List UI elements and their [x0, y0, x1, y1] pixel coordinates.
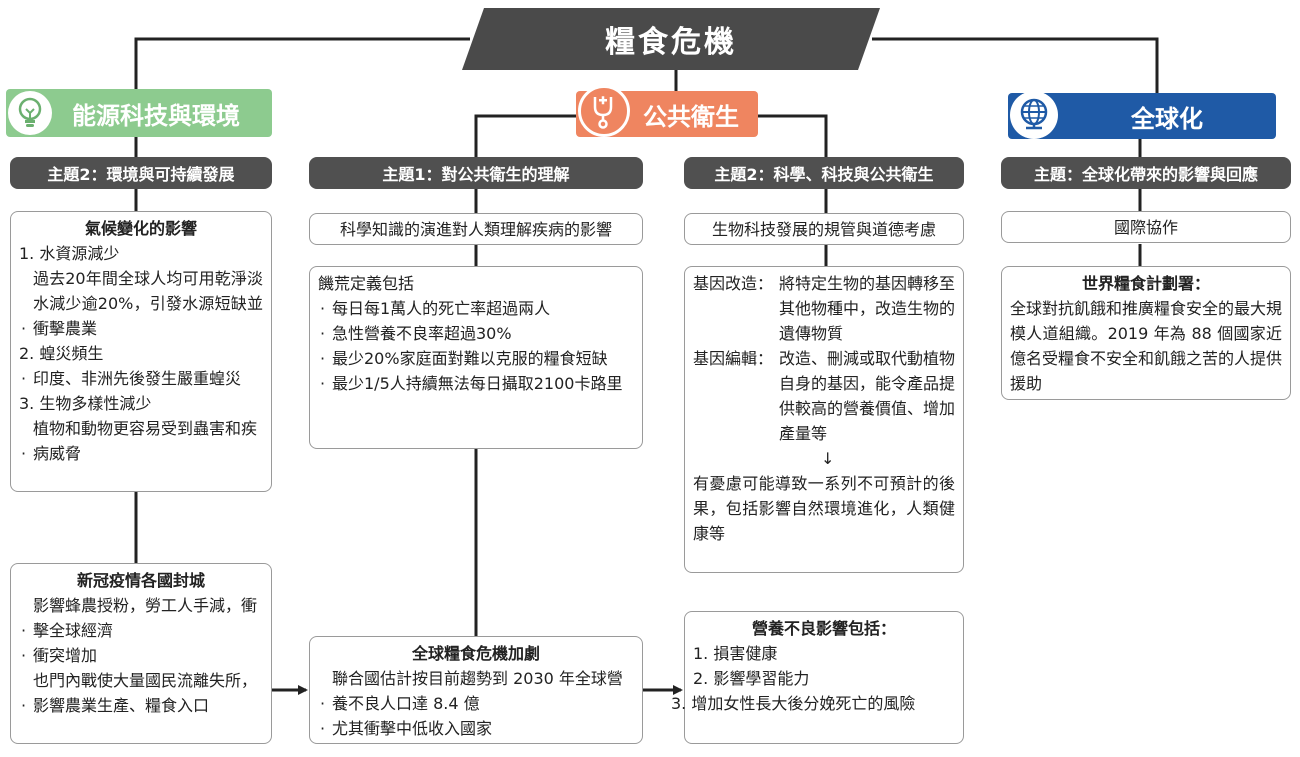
gm-row-modification: 基因改造： 將特定生物的基因轉移至其他物種中，改造生物的遺傳物質: [693, 271, 955, 346]
famine-bullet-3: 最少20%家庭面對難以克服的糧食短缺·: [318, 346, 634, 371]
gm-box: 基因改造： 將特定生物的基因轉移至其他物種中，改造生物的遺傳物質 基因編輯： 改…: [684, 266, 964, 573]
gm-label-editing: 基因編輯：: [693, 349, 774, 368]
climate-bullet-1: 過去20年間全球人均可用乾淨淡水減少逾20%，引發水源短缺並衝擊農業·: [19, 266, 263, 341]
climate-item-2: 2. 蝗災頻生: [19, 344, 104, 363]
famine-box: 饑荒定義包括 每日每1萬人的死亡率超過兩人· 急性營養不良率超過30%· 最少2…: [309, 266, 643, 449]
bullet-dot: ·: [320, 324, 326, 343]
topic-health1: 主題1：對公共衛生的理解: [309, 157, 643, 189]
crisis-bullet-2: 尤其衝擊中低收入國家·: [318, 716, 634, 741]
bullet-dot: ·: [320, 719, 326, 738]
famine-bullet-4: 最少1/5人持續無法每日攝取2100卡路里·: [318, 371, 634, 396]
category-global: 全球化: [1008, 91, 1276, 139]
bullet-dot: ·: [21, 369, 27, 388]
famine-heading: 饑荒定義包括: [318, 274, 415, 293]
gm-row-editing: 基因編輯： 改造、刪減或取代動植物自身的基因，能令產品提供較高的營養價值、增加產…: [693, 346, 955, 446]
wfp-heading: 世界糧食計劃署：: [1081, 274, 1210, 293]
climate-bullet-2: 印度、非洲先後發生嚴重蝗災·: [19, 366, 263, 391]
bullet-dot: ·: [21, 696, 27, 715]
category-health-label: 公共衛生: [643, 102, 739, 131]
category-health: 公共衛生: [576, 85, 758, 137]
covid-heading: 新冠疫情各國封城: [76, 571, 205, 590]
gm-conclusion: 有憂慮可能導致一系列不可預計的後果，包括影響自然環境進化，人類健康等: [693, 474, 955, 543]
covid-bullet-2: 衝突增加·: [19, 643, 263, 668]
gm-label-modification: 基因改造：: [693, 274, 774, 293]
covid-bullet-3: 也門內戰使大量國民流離失所，影響農業生產、糧食入口·: [19, 668, 263, 718]
category-energy: 能源科技與環境: [6, 89, 272, 137]
malnutrition-item-1: 1. 損害健康: [693, 644, 778, 663]
topic-env: 主題2：環境與可持續發展: [10, 157, 272, 189]
malnutrition-item-2: 2. 影響學習能力: [693, 669, 810, 688]
bullet-dot: ·: [21, 444, 27, 463]
bullet-dot: ·: [320, 694, 326, 713]
science-knowledge-box: 科學知識的演進對人類理解疾病的影響: [309, 213, 643, 245]
intl-cooperation-box: 國際協作: [1001, 211, 1291, 243]
climate-item-1: 1. 水資源減少: [19, 244, 120, 263]
topic-health2: 主題2：科學、科技與公共衛生: [684, 157, 964, 189]
climate-bullet-3: 植物和動物更容易受到蟲害和疾病威脅·: [19, 416, 263, 466]
gm-down-arrow: ↓: [821, 449, 835, 468]
malnutrition-item-3: 3. 增加女性長大後分娩死亡的風險: [671, 694, 916, 713]
famine-bullet-1: 每日每1萬人的死亡率超過兩人·: [318, 296, 634, 321]
bullet-dot: ·: [21, 621, 27, 640]
crisis-box: 全球糧食危機加劇 聯合國估計按目前趨勢到 2030 年全球營養不良人口達 8.4…: [309, 636, 643, 744]
wfp-box: 世界糧食計劃署： 全球對抗飢餓和推廣糧食安全的最大規模人道組織。2019 年為 …: [1001, 266, 1291, 400]
wfp-text: 全球對抗飢餓和推廣糧食安全的最大規模人道組織。2019 年為 88 個國家近億名…: [1010, 299, 1283, 393]
crisis-heading: 全球糧食危機加劇: [411, 644, 540, 663]
category-global-label: 全球化: [1131, 104, 1203, 133]
bullet-dot: ·: [320, 374, 326, 393]
line-title-global: [872, 37, 1159, 93]
line-health-topic2: [752, 114, 828, 157]
stethoscope-icon: [578, 85, 630, 137]
bullet-dot: ·: [21, 646, 27, 665]
climate-box: 氣候變化的影響 1. 水資源減少 過去20年間全球人均可用乾淨淡水減少逾20%，…: [10, 211, 272, 492]
topic-global: 主題：全球化帶來的影響與回應: [1001, 157, 1291, 189]
climate-item-3: 3. 生物多樣性減少: [19, 394, 152, 413]
globe-icon: [1010, 91, 1058, 139]
malnutrition-heading: 營養不良影響包括：: [751, 619, 896, 638]
bullet-dot: ·: [320, 299, 326, 318]
climate-heading: 氣候變化的影響: [84, 219, 197, 238]
gm-text-editing: 改造、刪減或取代動植物自身的基因，能令產品提供較高的營養價值、增加產量等: [779, 349, 956, 443]
page-title: 糧食危機: [605, 25, 737, 60]
category-energy-label: 能源科技與環境: [72, 101, 240, 130]
gm-text-modification: 將特定生物的基因轉移至其他物種中，改造生物的遺傳物質: [779, 274, 956, 343]
covid-box: 新冠疫情各國封城 影響蜂農授粉，勞工人手減，衝擊全球經濟· 衝突增加· 也門內戰…: [10, 563, 272, 744]
famine-bullet-2: 急性營養不良率超過30%·: [318, 321, 634, 346]
line-title-energy: [134, 37, 470, 89]
bullet-dot: ·: [21, 319, 27, 338]
biotech-box: 生物科技發展的規管與道德考慮: [684, 213, 964, 245]
lightbulb-icon: [8, 91, 52, 135]
malnutrition-box: 營養不良影響包括： 1. 損害健康 2. 影響學習能力 3. 增加女性長大後分娩…: [671, 611, 964, 744]
title-banner: [462, 8, 880, 70]
line-health-topic1: [474, 114, 583, 157]
bullet-dot: ·: [320, 349, 326, 368]
covid-bullet-1: 影響蜂農授粉，勞工人手減，衝擊全球經濟·: [19, 593, 263, 643]
crisis-bullet-1: 聯合國估計按目前趨勢到 2030 年全球營養不良人口達 8.4 億·: [318, 666, 634, 716]
